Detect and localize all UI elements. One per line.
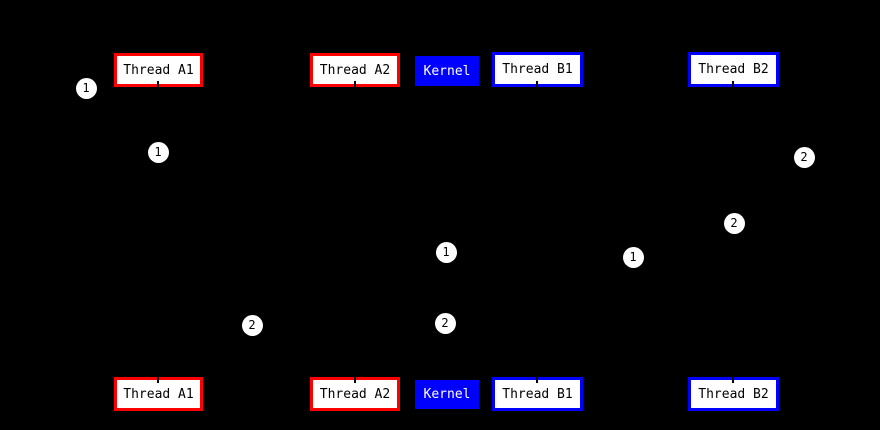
entity-box-bottom: Thread A2 (310, 377, 400, 411)
entity-label: Thread B1 (502, 386, 573, 402)
lifeline-tick-top (157, 81, 159, 87)
sequence-step-marker: 1 (435, 241, 457, 263)
sequence-step-marker: 2 (241, 314, 263, 336)
entity-label: Thread A1 (123, 386, 194, 402)
step-number: 1 (629, 250, 637, 264)
step-number: 2 (441, 316, 449, 330)
entity-label: Kernel (423, 387, 471, 402)
lifeline-tick-bottom (157, 377, 159, 383)
entity-label: Thread B2 (698, 62, 769, 77)
sequence-step-marker: 2 (723, 212, 745, 234)
entity-box-bottom: Kernel (415, 380, 479, 409)
entity-label: Thread A2 (319, 386, 391, 402)
sequence-step-marker: 2 (793, 146, 815, 168)
lifeline-tick-bottom (732, 377, 734, 383)
lifeline-tick-bottom (536, 377, 538, 383)
sequence-step-marker: 2 (434, 312, 456, 334)
step-number: 2 (800, 150, 808, 164)
step-number: 1 (442, 245, 450, 259)
entity-label: Thread B1 (502, 62, 573, 77)
lifeline-tick-bottom (354, 377, 356, 383)
entity-label: Thread B2 (698, 386, 769, 402)
lifeline-tick-top (354, 81, 356, 87)
sequence-step-marker: 1 (147, 141, 169, 163)
sequence-step-marker: 1 (75, 77, 97, 99)
step-number: 2 (248, 318, 256, 332)
entity-label: Thread A2 (319, 62, 391, 78)
sequence-step-marker: 1 (622, 246, 644, 268)
lifeline-tick-top (732, 81, 734, 87)
step-number: 2 (730, 216, 738, 230)
lifeline-tick-top (536, 81, 538, 87)
entity-box-bottom: Thread B2 (688, 377, 779, 411)
entity-box-top: Kernel (415, 56, 479, 86)
step-number: 1 (154, 145, 162, 159)
entity-label: Kernel (423, 63, 471, 79)
step-number: 1 (82, 81, 90, 95)
entity-label: Thread A1 (123, 62, 194, 78)
